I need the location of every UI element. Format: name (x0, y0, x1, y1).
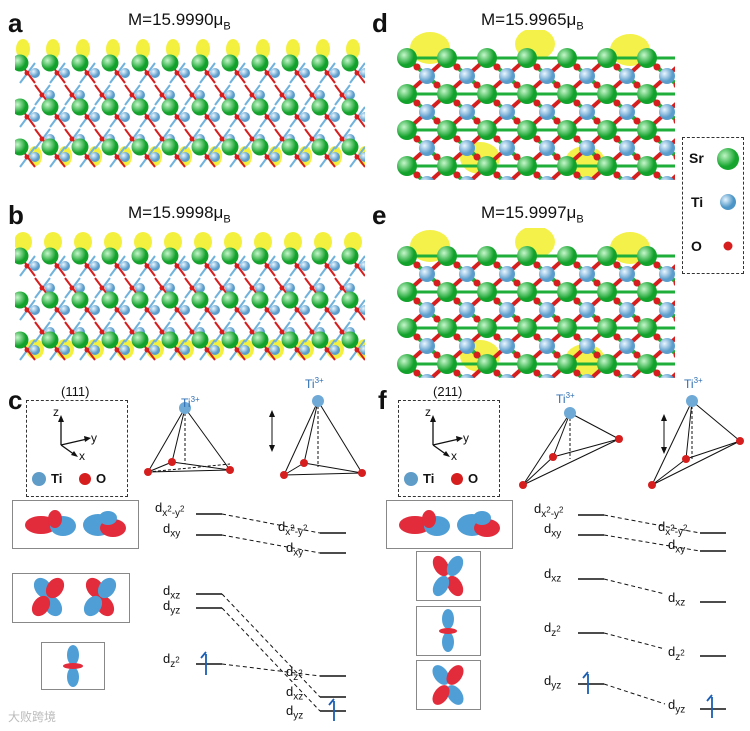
level-label-x2y2: dx2-y2 (278, 519, 307, 538)
level-label-yz: dyz (163, 598, 180, 617)
level-label-yz: dyz (544, 673, 561, 692)
level-label-xy: dxy (286, 540, 303, 559)
level-label-x2y2: dx2-y2 (658, 519, 687, 538)
level-label-xz: dxz (544, 566, 561, 585)
level-label-x2y2: dx2-y2 (534, 501, 563, 520)
level-label-xz: dxz (286, 684, 303, 703)
level-label-xy: dxy (163, 521, 180, 540)
level-label-z2: dz2 (286, 664, 303, 683)
level-label-xz: dxz (668, 590, 685, 609)
level-label-z2: dz2 (163, 651, 180, 670)
level-label-xy: dxy (544, 521, 561, 540)
electron-spin-arrows (201, 652, 712, 721)
level-label-z2: dz2 (544, 620, 561, 639)
level-label-yz: dyz (668, 697, 685, 716)
level-label-xy: dxy (668, 537, 685, 556)
level-label-yz: dyz (286, 703, 303, 722)
level-label-x2y2: dx2-y2 (155, 500, 184, 519)
watermark: 大败跨境 (8, 708, 56, 725)
level-label-z2: dz2 (668, 644, 685, 663)
